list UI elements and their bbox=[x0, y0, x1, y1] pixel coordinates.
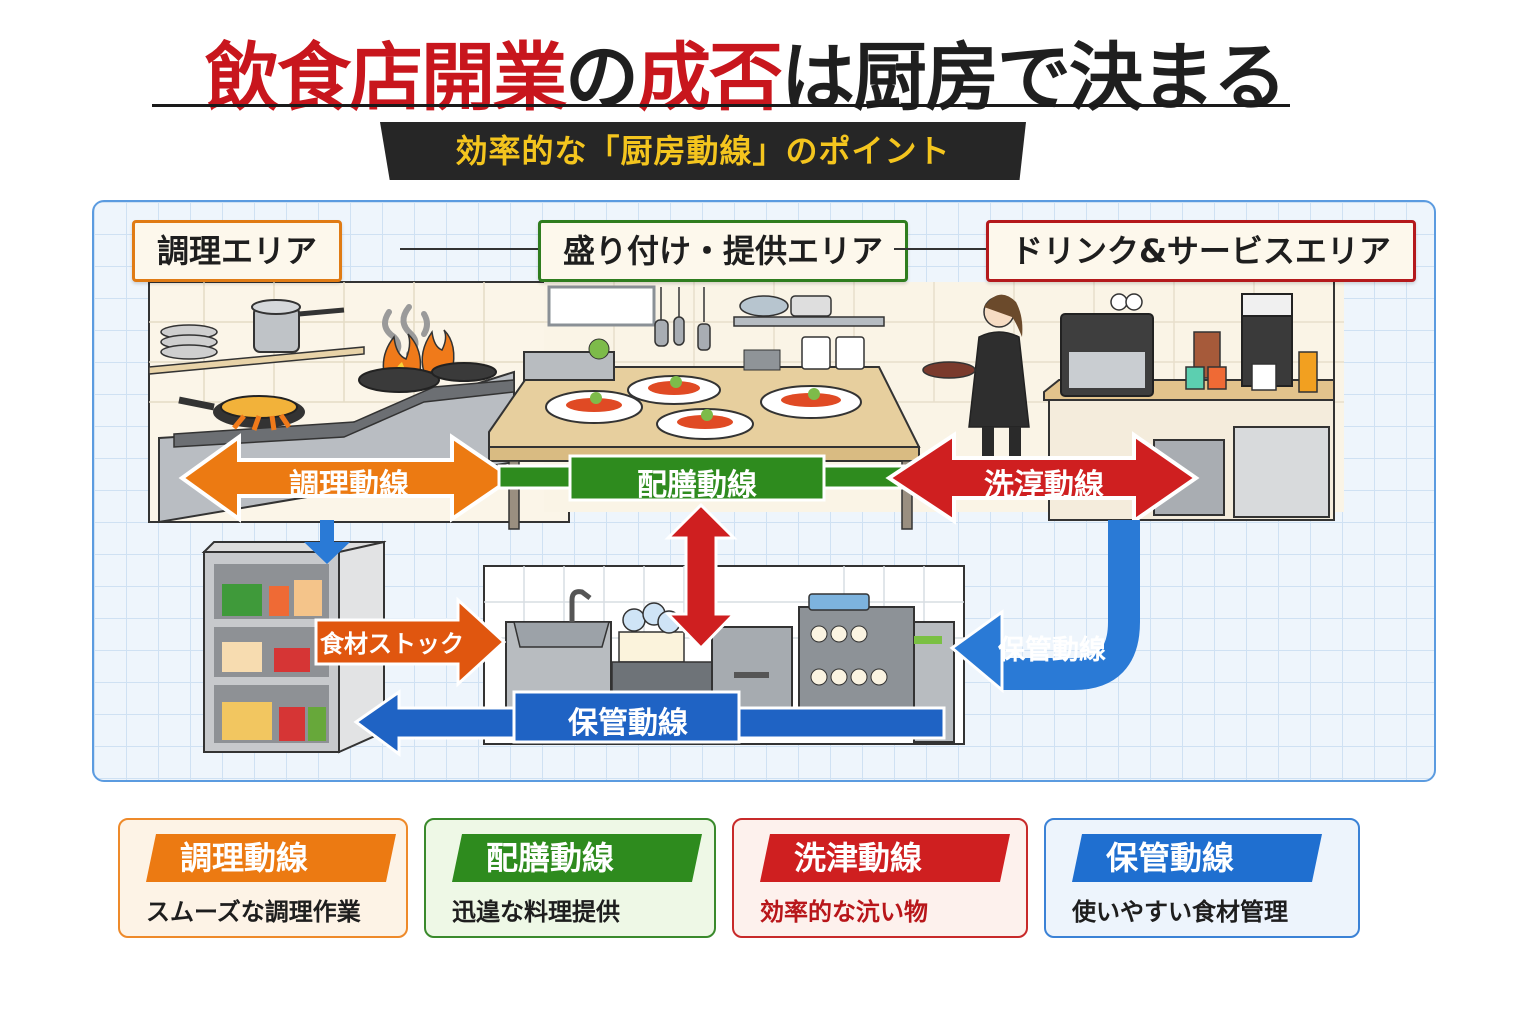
kitchen-illustration bbox=[148, 281, 1344, 757]
kitchen-diagram: 調理エリア 盛り付け・提供エリア ドリンク&サービスエリア 調理動線 配膳動線 … bbox=[92, 200, 1436, 782]
storage-down-arrow bbox=[304, 520, 350, 564]
title-divider bbox=[152, 104, 1290, 107]
cooking-flow-label: 調理動線 bbox=[289, 468, 409, 503]
dish-shelf bbox=[733, 295, 885, 371]
legend-card-serving: 配膳動線 迅遑な料理提供 bbox=[424, 818, 716, 938]
area-connector bbox=[894, 248, 988, 250]
vertical-red-arrow bbox=[664, 502, 738, 651]
legend-desc: 効率的な沆い物 bbox=[760, 898, 928, 926]
storage-flow-label-box bbox=[512, 690, 741, 744]
title-part-1: 飲食店開業 bbox=[205, 35, 567, 121]
area-label-serving: 盛り付け・提供エリア bbox=[538, 220, 909, 282]
legend-card-cooking: 調理動線 スムーズな調理作業 bbox=[118, 818, 408, 938]
legend-tag: 洗津動線 bbox=[760, 834, 1010, 882]
legend-tag: 調理動線 bbox=[146, 834, 396, 882]
server-woman-icon bbox=[922, 294, 1030, 487]
storage-flow-arrowhead-right bbox=[949, 609, 1004, 694]
legend-desc: 迅遑な料理提供 bbox=[452, 898, 620, 926]
legend-card-storage: 保管動線 使いやすい食材管理 bbox=[1044, 818, 1360, 938]
espresso-machine-icon bbox=[1060, 293, 1154, 397]
subtitle-banner bbox=[380, 122, 1026, 180]
serving-flow-bar bbox=[497, 454, 911, 502]
washing-flow-arrow bbox=[885, 431, 1200, 525]
washing-flow-label: 洗淳動線 bbox=[984, 468, 1104, 503]
stock-flow-arrow bbox=[314, 596, 507, 688]
area-label-cooking: 調理エリア bbox=[132, 220, 343, 282]
stock-pot-icon bbox=[251, 299, 345, 353]
legend-tag: 配膳動線 bbox=[452, 834, 702, 882]
plate-stack-icon bbox=[160, 324, 218, 360]
hanging-utensils-icon bbox=[654, 287, 711, 351]
storage-flow-label-bottom: 保管動線 bbox=[568, 706, 688, 741]
storage-flow-label-right: 保管動線 bbox=[998, 635, 1106, 666]
title-part-4: は厨房で決まる bbox=[781, 35, 1287, 121]
drink-cups-icon bbox=[1185, 331, 1318, 393]
area-label-drink-service: ドリンク&サービスエリア bbox=[986, 220, 1416, 282]
wall-shelf bbox=[148, 346, 365, 375]
stock-flow-label: 食材ストック bbox=[320, 630, 464, 658]
area-connector bbox=[400, 248, 540, 250]
refrigerator-shelf-icon bbox=[201, 540, 387, 754]
legend-desc: 使いやすい食材管理 bbox=[1072, 898, 1288, 926]
plated-dish-icon bbox=[545, 375, 862, 440]
legend-card-washing: 洗津動線 効率的な沆い物 bbox=[732, 818, 1028, 938]
legend-tag: 保管動線 bbox=[1072, 834, 1322, 882]
title-part-3: 成否 bbox=[637, 35, 783, 121]
legend-desc: スムーズな調理作業 bbox=[146, 898, 361, 926]
subtitle: 効率的な「厨房動線」のポイント bbox=[455, 132, 951, 170]
title-part-2: の bbox=[565, 35, 639, 121]
serving-flow-label: 配膳動線 bbox=[637, 468, 757, 503]
storage-flow-curve bbox=[1002, 520, 1140, 690]
